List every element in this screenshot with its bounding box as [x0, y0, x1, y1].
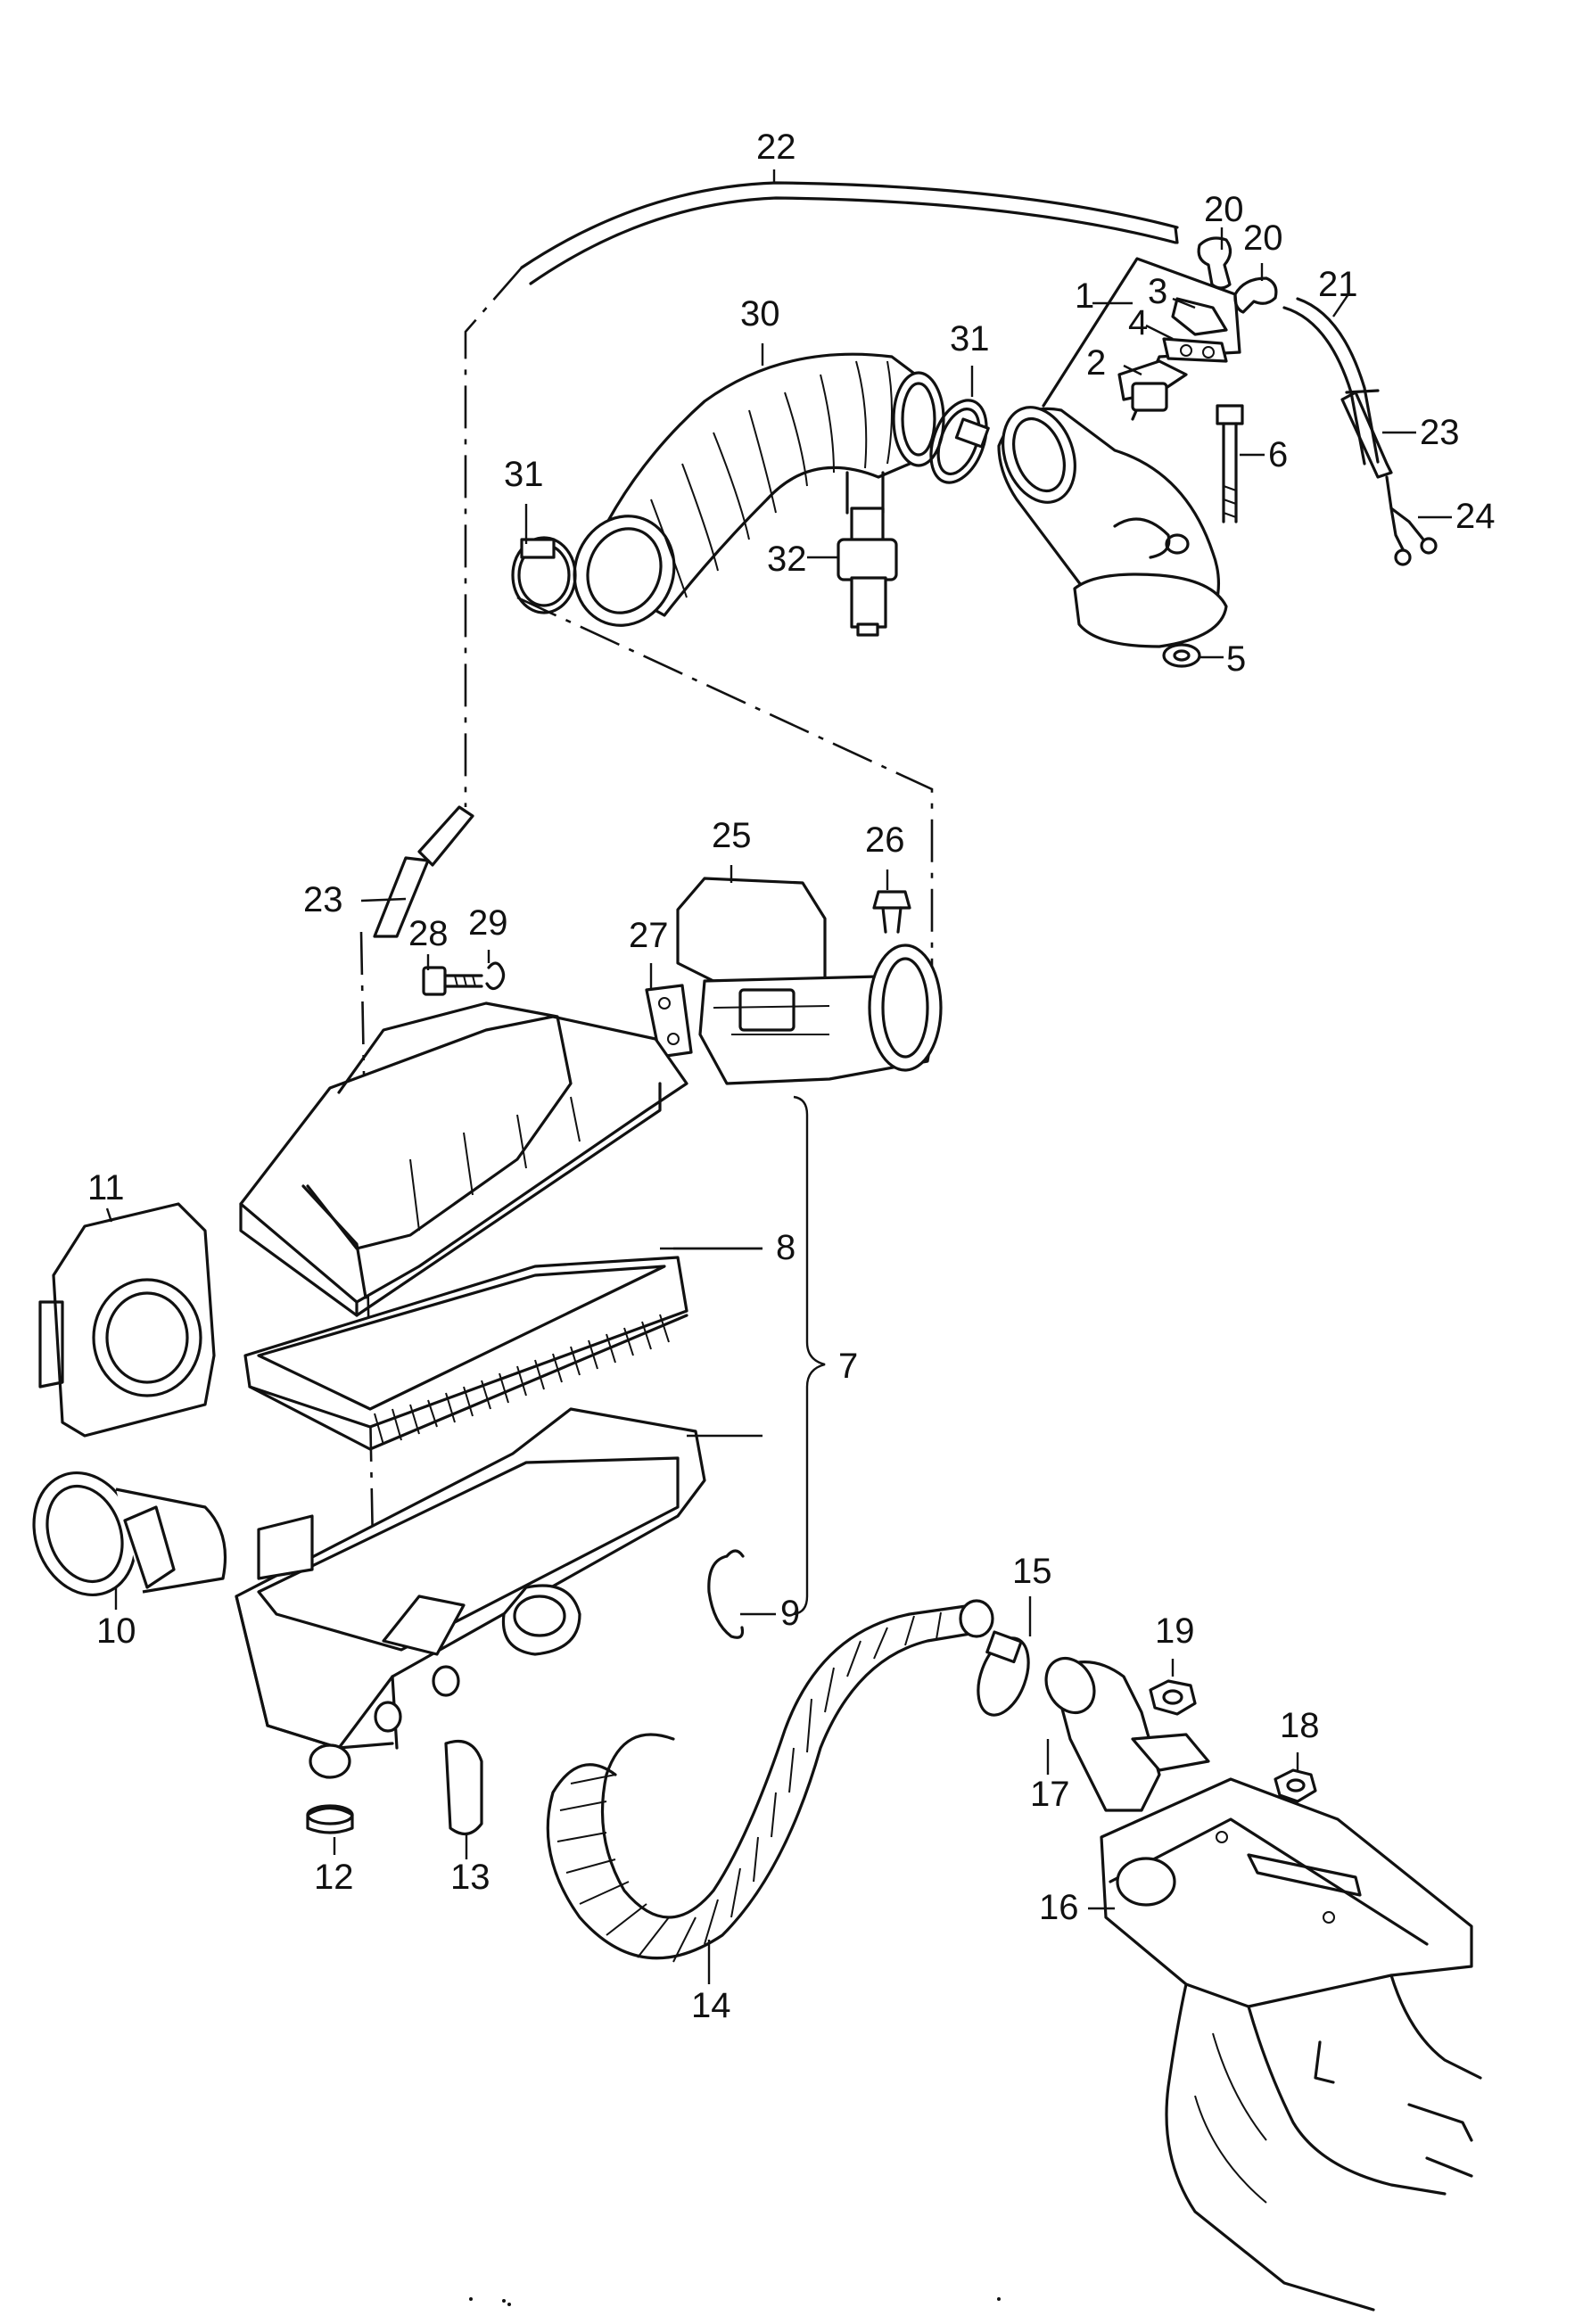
part-26-grommet	[872, 890, 911, 934]
label-23-upper: 23	[1420, 413, 1460, 452]
part-24-connector	[1385, 475, 1438, 566]
part-6-bolt	[1216, 404, 1244, 523]
part-12-grommet	[306, 1804, 354, 1834]
part-4-seal	[1162, 337, 1228, 363]
part-11-shroud	[38, 1202, 216, 1438]
part-5-washer	[1162, 643, 1201, 668]
label-24: 24	[1455, 497, 1496, 536]
label-26: 26	[865, 820, 905, 860]
part-19-nut	[1149, 1679, 1197, 1716]
label-19: 19	[1155, 1611, 1195, 1651]
part-18-nut	[1274, 1768, 1317, 1803]
part-30-intake-hose	[573, 352, 945, 627]
label-31-left: 31	[504, 455, 544, 494]
part-28-bolt	[422, 966, 483, 996]
label-8: 8	[776, 1228, 796, 1267]
label-3: 3	[1148, 272, 1167, 311]
label-20-right: 20	[1243, 218, 1283, 258]
part-15-clamp	[977, 1630, 1030, 1717]
label-30: 30	[740, 294, 780, 334]
label-4: 4	[1128, 303, 1148, 342]
label-5: 5	[1226, 639, 1246, 679]
part-3-gasket	[1171, 297, 1228, 336]
part-25-air-flow-meter	[676, 877, 943, 1085]
label-18: 18	[1280, 1706, 1320, 1745]
part-23-hose-upper	[1340, 391, 1393, 479]
label-9: 9	[780, 1594, 800, 1633]
label-1: 1	[1075, 276, 1094, 316]
label-7: 7	[838, 1347, 858, 1386]
part-27-gasket	[645, 984, 693, 1059]
label-29: 29	[468, 903, 508, 943]
part-10-intake-duct	[32, 1471, 314, 1597]
label-6: 6	[1268, 435, 1288, 474]
scan-specks	[469, 2297, 1001, 2306]
label-27: 27	[629, 916, 669, 955]
part-8-filter-element	[243, 1256, 688, 1451]
part-31-clamp-left	[511, 536, 577, 614]
label-10: 10	[96, 1611, 136, 1651]
part-1-intake-elbow	[997, 257, 1241, 648]
part-23-hose-lower	[373, 805, 474, 938]
label-15: 15	[1012, 1552, 1052, 1591]
part-9-clip	[707, 1549, 745, 1639]
part-14-corrugated-hose	[546, 1599, 994, 1963]
part-31-clamp-right	[929, 399, 990, 484]
part-17-elbow	[1044, 1656, 1210, 1812]
part-21-hose	[1282, 297, 1380, 466]
label-16: 16	[1039, 1888, 1079, 1927]
part-32-valve	[837, 471, 898, 637]
part-13-seal	[444, 1739, 483, 1835]
label-31-right: 31	[950, 319, 990, 358]
label-28: 28	[408, 914, 449, 953]
label-32: 32	[767, 540, 807, 579]
label-20-left: 20	[1204, 190, 1244, 229]
part-7-bracket-brace	[793, 1095, 826, 1616]
label-21: 21	[1318, 265, 1358, 304]
part-number-labels: 22 20 20 21 1 3 4 2 30 31 23 6 31 24 32 …	[87, 128, 1496, 2025]
part-20-hose-elbows	[1197, 236, 1278, 314]
label-22: 22	[756, 128, 796, 167]
part-7-air-filter-housing-base	[235, 1407, 706, 1779]
part-7-air-filter-housing-top	[239, 1001, 688, 1317]
part-16-plenum-cover	[1100, 1777, 1482, 2312]
label-11: 11	[87, 1168, 125, 1207]
label-23-lower: 23	[303, 880, 343, 919]
part-22-breather-hose	[520, 181, 1179, 285]
label-17: 17	[1030, 1775, 1070, 1814]
label-12: 12	[314, 1858, 354, 1897]
leader-lines	[105, 169, 1452, 1984]
label-25: 25	[712, 816, 752, 855]
label-14: 14	[691, 1986, 731, 2025]
label-2: 2	[1086, 343, 1106, 383]
part-29-clip	[485, 961, 506, 991]
label-13: 13	[450, 1858, 490, 1897]
